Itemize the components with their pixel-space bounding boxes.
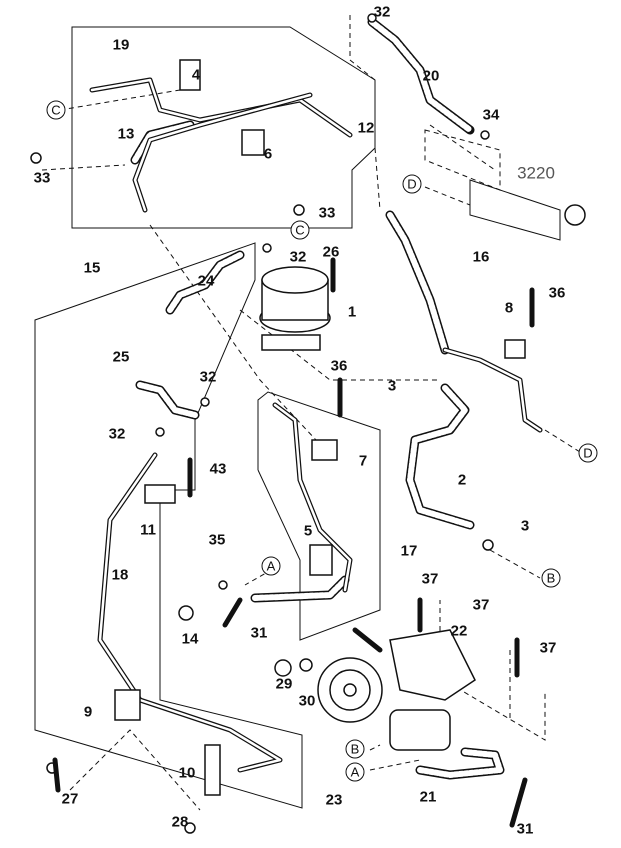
part-number-label: 28 (172, 814, 189, 831)
steering-gear (424, 129, 586, 241)
part-number-label: 14 (182, 631, 199, 648)
hoses (130, 17, 505, 780)
group-frame-17 (257, 391, 381, 641)
reference-circle (402, 174, 422, 194)
reference-circle (541, 568, 561, 588)
part-number-label: 32 (200, 369, 217, 386)
part-number-label: 8 (505, 300, 513, 317)
reference-letter: D (583, 446, 592, 461)
part-number-label: 6 (264, 146, 272, 163)
part-number-label: 7 (359, 453, 367, 470)
part-number-label: 26 (323, 244, 340, 261)
connection-reference-marker: B (541, 568, 561, 588)
part-number-label: 18 (112, 567, 129, 584)
part-number-label: 9 (84, 704, 92, 721)
part-number-label: 10 (179, 765, 196, 782)
part-number-label: 35 (209, 532, 226, 549)
reference-letter: C (295, 223, 304, 238)
part-number-label: 5 (304, 523, 312, 540)
connection-reference-marker: A (261, 556, 281, 576)
part-number-label: 37 (422, 571, 439, 588)
connection-reference-marker: D (578, 443, 598, 463)
part-number-label: 15 (84, 260, 101, 277)
part-number-label: 32 (374, 4, 391, 21)
reference-circle (261, 556, 281, 576)
part-number-label: 34 (483, 107, 500, 124)
components (30, 13, 586, 834)
part-number-label: 2 (458, 472, 466, 489)
part-number-label: 30 (299, 693, 316, 710)
part-number-label: 33 (34, 170, 51, 187)
part-number-label: 37 (473, 597, 490, 614)
part-number-label: 33 (319, 205, 336, 222)
connection-reference-marker: C (46, 100, 66, 120)
part-number-label: 17 (401, 543, 418, 560)
part-number-label: 43 (210, 461, 227, 478)
part-number-label: 37 (540, 640, 557, 657)
part-number-label: 23 (326, 792, 343, 809)
leader-lines (41, 15, 581, 811)
reference-circle (345, 762, 365, 782)
part-number-label: 16 (473, 249, 490, 266)
part-number-label: 3 (388, 378, 396, 395)
part-number-label: 32 (109, 426, 126, 443)
group-label-3220: 3220 (517, 164, 555, 183)
part-number-label: 12 (358, 120, 375, 137)
connection-reference-marker: B (345, 739, 365, 759)
part-number-label: 21 (420, 789, 437, 806)
group-frame-top (71, 26, 376, 229)
part-number-label: 13 (118, 126, 135, 143)
brackets-and-clamps (114, 59, 526, 796)
part-number-label: 19 (113, 37, 130, 54)
reference-letter: B (351, 742, 360, 757)
part-number-label: 32 (290, 249, 307, 266)
reservoir (259, 266, 331, 351)
reference-circle (578, 443, 598, 463)
reference-letter: C (51, 103, 60, 118)
part-number-label: 31 (251, 625, 268, 642)
part-number-label: 4 (192, 67, 201, 84)
reference-letter: B (547, 571, 556, 586)
part-number-label: 25 (113, 349, 130, 366)
part-number-label: 31 (517, 821, 534, 838)
part-number-label: 1 (348, 304, 356, 321)
part-number-label: 24 (198, 273, 215, 290)
part-number-label: 20 (423, 68, 440, 85)
part-number-label: 22 (451, 623, 468, 640)
reference-circle (46, 100, 66, 120)
part-number-label: 11 (140, 522, 156, 539)
part-number-label: 3 (521, 518, 529, 535)
reference-circle (290, 220, 310, 240)
connection-reference-marker: A (345, 762, 365, 782)
part-number-label: 27 (62, 791, 79, 808)
part-number-label: 29 (276, 676, 293, 693)
connection-reference-marker: D (402, 174, 422, 194)
part-number-label: 36 (331, 358, 348, 375)
part-number-label: 36 (549, 285, 566, 302)
reference-circle (345, 739, 365, 759)
reference-letter: A (351, 765, 360, 780)
reference-letter: A (267, 559, 276, 574)
bolts-and-clips (30, 13, 535, 834)
power-steering-pump (317, 629, 476, 751)
reference-letter: D (407, 177, 416, 192)
connection-reference-marker: C (290, 220, 310, 240)
